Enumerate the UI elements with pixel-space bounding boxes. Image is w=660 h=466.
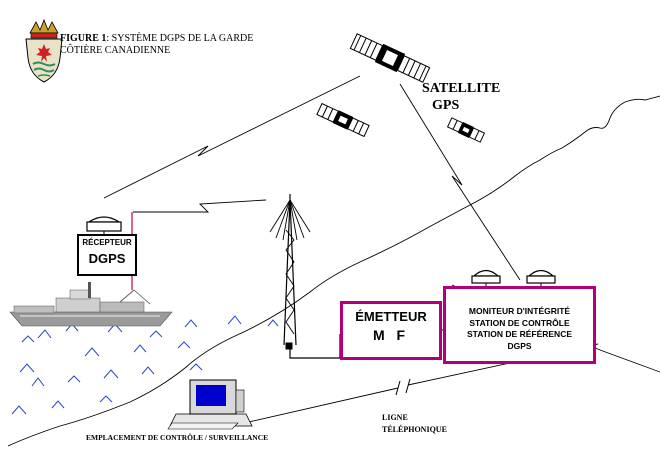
phone-line-label: LIGNE TÉLÉPHONIQUE (382, 412, 447, 436)
monitor-station-text: MONITEUR D'INTÉGRITÉ STATION DE CONTRÔLE… (443, 306, 596, 352)
transmitter-label-line2: M F (372, 327, 410, 343)
water-waves (11, 315, 279, 415)
reference-antenna-icon (526, 269, 556, 287)
gps-satellite-icon (349, 33, 431, 83)
receiver-box (77, 234, 137, 276)
gps-satellite-icon (446, 117, 486, 143)
transmitter-box (340, 301, 442, 360)
monitor-line1: MONITEUR D'INTÉGRITÉ (468, 306, 571, 316)
monitor-line3: STATION DE RÉFÉRENCE (467, 329, 572, 339)
ship-icon (9, 282, 173, 327)
control-location-label: EMPLACEMENT DE CONTRÔLE / SURVEILLANCE (86, 433, 269, 442)
receiver-antenna (86, 216, 122, 234)
coast-guard-crest-icon (25, 18, 63, 83)
mf-radio-tower (269, 194, 311, 350)
receiver-label-line2: DGPS (88, 251, 126, 266)
reference-antenna-icon (471, 269, 501, 287)
satellite-label-line1: SATELLITE (422, 81, 501, 96)
computer-workstation-icon (167, 379, 253, 430)
satellite-label-line2: GPS (432, 98, 460, 113)
tower-feed-line (289, 334, 341, 359)
monitor-line2: STATION DE CONTRÔLE (469, 317, 570, 328)
phone-line-label-line2: TÉLÉPHONIQUE (382, 425, 447, 434)
gps-satellite-icon (316, 102, 370, 138)
monitor-station-box (443, 286, 596, 364)
monitor-line4: DGPS (507, 340, 532, 351)
figure-label: FIGURE 1 (60, 33, 107, 44)
figure-title-line2: CÔTIÈRE CANADIENNE (60, 45, 171, 56)
phone-line-label-line1: LIGNE (382, 413, 408, 422)
signal-lines (103, 75, 521, 281)
receiver-label-line1: RÉCEPTEUR (82, 238, 132, 247)
transmitter-label-line1: ÉMETTEUR (355, 309, 427, 324)
figure-title-line1: : SYSTÈME DGPS DE LA GARDE (106, 33, 254, 44)
figure-title: FIGURE 1: SYSTÈME DGPS DE LA GARDE CÔTIÈ… (60, 33, 253, 57)
coastline (7, 95, 660, 447)
